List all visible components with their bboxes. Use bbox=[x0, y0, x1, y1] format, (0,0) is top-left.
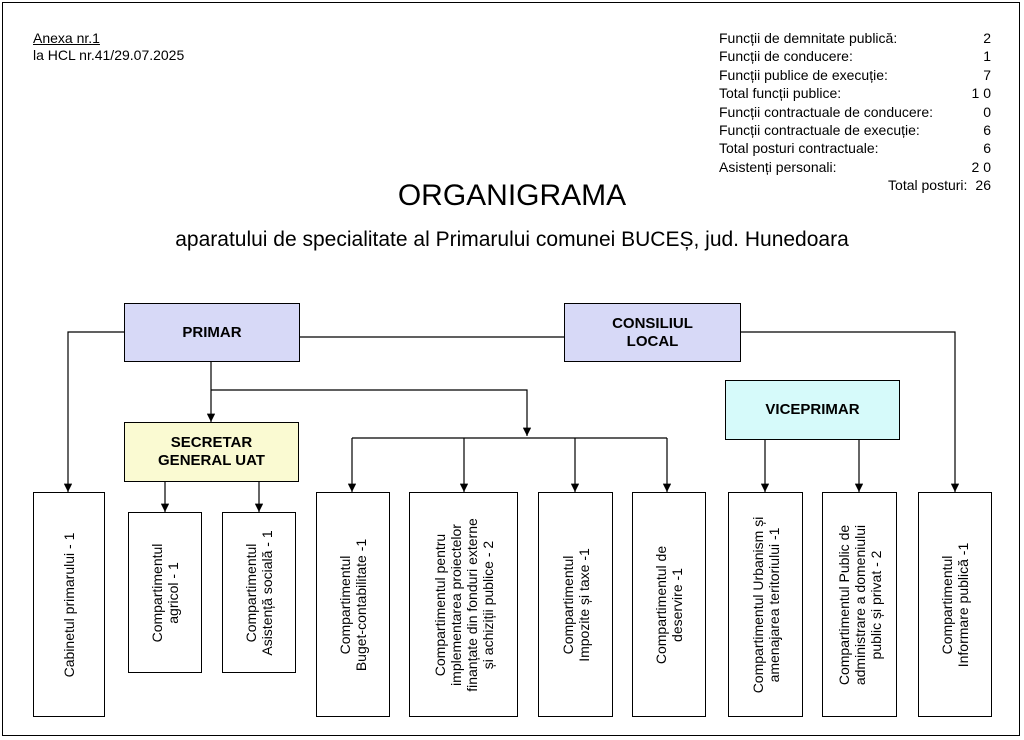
stat-row: Funcții contractuale de execuție: 6 bbox=[719, 121, 991, 139]
dept-label-line: Asistență socială - 1 bbox=[259, 529, 275, 656]
dept-impozite-taxe: Compartimentul Impozite și taxe -1 bbox=[538, 492, 613, 717]
stat-value: 2 0 bbox=[971, 158, 991, 175]
secretar-general-box: SECRETAR GENERAL UAT bbox=[124, 422, 299, 482]
stat-value: 6 bbox=[983, 140, 991, 157]
stat-value: 1 0 bbox=[971, 85, 991, 102]
dept-label-line: Compartimentul bbox=[559, 555, 576, 654]
consiliu-local-label: CONSILIUL LOCAL bbox=[612, 315, 693, 351]
arrow-to-cabinet bbox=[63, 331, 124, 492]
dept-label: Compartimentul Asistență socială - 1 bbox=[243, 530, 275, 655]
dept-label-line: Buget-contabilitate -1 bbox=[353, 538, 369, 671]
stat-value: 7 bbox=[983, 66, 991, 83]
dept-label-line: deservire -1 bbox=[669, 567, 685, 642]
annex-number: Anexa nr.1 bbox=[33, 30, 100, 46]
dept-label-line: Compartimentul Public de bbox=[835, 524, 852, 685]
dept-cabinet-primar: Cabinetul primarului - 1 bbox=[33, 492, 105, 717]
annex-reference: Anexa nr.1 la HCL nr.41/29.07.2025 bbox=[33, 30, 184, 64]
arrow-to-informare bbox=[741, 331, 960, 492]
page-title: ORGANIGRAMA bbox=[397, 179, 627, 212]
stat-row: Funcții contractuale de conducere: 0 bbox=[719, 103, 991, 121]
primar-box: PRIMAR bbox=[124, 303, 300, 362]
dept-label-line: Compartimentul bbox=[149, 543, 165, 642]
stat-label: Funcții de conducere: bbox=[719, 48, 853, 65]
total-label: Total posturi: bbox=[888, 177, 968, 194]
dept-label: Compartimentul Buget-contabilitate -1 bbox=[337, 538, 369, 670]
dept-label-line: Compartimentul bbox=[337, 555, 353, 654]
stat-row: Funcții de demnitate publică: 2 bbox=[719, 29, 991, 47]
primar-label: PRIMAR bbox=[182, 323, 242, 341]
stat-label: Asistenți personali: bbox=[719, 158, 837, 175]
dept-label-line: Impozite și taxe -1 bbox=[575, 547, 592, 662]
dept-label: Cabinetul primarului - 1 bbox=[61, 532, 77, 677]
dept-label-line: Compartimentul de bbox=[653, 545, 669, 664]
dept-label: Compartimentul Public de administrare a … bbox=[836, 524, 884, 684]
arrow-to-departments-hub bbox=[211, 389, 532, 436]
stat-label: Funcții de demnitate publică: bbox=[719, 30, 898, 46]
stat-label: Funcții contractuale de execuție: bbox=[719, 122, 920, 139]
dept-label-line: Compartimentul Urbanism și bbox=[749, 516, 766, 693]
dept-agricol: Compartimentul agricol - 1 bbox=[128, 512, 202, 673]
dept-label-line: Compartimentul bbox=[243, 543, 259, 642]
stat-label: Funcții contractuale de conducere: bbox=[719, 103, 934, 120]
dept-label: Compartimentul de deservire -1 bbox=[653, 545, 685, 663]
dept-deservire: Compartimentul de deservire -1 bbox=[632, 492, 706, 717]
dept-label-line: finanțate din fonduri externe bbox=[463, 517, 480, 692]
page-subtitle: aparatului de specialitate al Primarului… bbox=[175, 228, 849, 251]
dept-label-line: implementarea proiectelor bbox=[447, 523, 464, 686]
secretar-label-line: SECRETAR bbox=[170, 434, 253, 451]
dept-label: Compartimentul pentru implementarea proi… bbox=[432, 518, 496, 692]
dept-label-line: public și privat - 2 bbox=[867, 550, 884, 659]
dept-label-line: Cabinetul primarului - 1 bbox=[61, 532, 77, 677]
stat-value: 1 bbox=[983, 48, 991, 65]
secretar-label: SECRETAR GENERAL UAT bbox=[158, 434, 265, 470]
dept-label: Compartimentul Urbanism și amenajarea te… bbox=[750, 516, 782, 693]
dept-label-line: Informare publică -1 bbox=[955, 542, 971, 667]
stat-row: Total funcții publice: 1 0 bbox=[719, 84, 991, 102]
stat-row: Funcții publice de execuție: 7 bbox=[719, 66, 991, 84]
stat-row: Total posturi contractuale: 6 bbox=[719, 139, 991, 157]
dept-asistenta-sociala: Compartimentul Asistență socială - 1 bbox=[222, 512, 296, 673]
dept-domeniu-public-privat: Compartimentul Public de administrare a … bbox=[822, 492, 897, 717]
dept-informare-publica: Compartimentul Informare publică -1 bbox=[918, 492, 992, 717]
dept-label-line: administrare a domeniului bbox=[851, 524, 868, 685]
dept-buget-contabilitate: Compartimentul Buget-contabilitate -1 bbox=[316, 492, 390, 717]
stat-row: Asistenți personali: 2 0 bbox=[719, 158, 991, 176]
dept-proiecte-achizitii: Compartimentul pentru implementarea proi… bbox=[409, 492, 518, 717]
dept-label-line: agricol - 1 bbox=[165, 561, 181, 624]
stat-value: 2 bbox=[983, 30, 991, 46]
dept-label: Compartimentul Impozite și taxe -1 bbox=[560, 548, 592, 662]
dept-urbanism: Compartimentul Urbanism și amenajarea te… bbox=[728, 492, 803, 717]
stat-row: Funcții de conducere: 1 bbox=[719, 47, 991, 65]
consiliu-label-line: CONSILIUL bbox=[612, 314, 693, 332]
dept-label-line: Compartimentul pentru bbox=[431, 533, 448, 676]
total-posts-row: Total posturi: 26 bbox=[719, 176, 991, 194]
stat-value: 0 bbox=[983, 103, 991, 120]
stat-label: Funcții publice de execuție: bbox=[719, 66, 888, 83]
annex-decision: la HCL nr.41/29.07.2025 bbox=[33, 47, 185, 63]
total-value: 26 bbox=[975, 177, 991, 194]
secretar-label-line: GENERAL UAT bbox=[158, 452, 265, 469]
dept-label-line: și achiziții publice - 2 bbox=[479, 540, 496, 669]
dept-label-line: amenajarea teritoriului -1 bbox=[765, 527, 782, 682]
dept-label: Compartimentul Informare publică -1 bbox=[939, 542, 971, 667]
consiliu-label-line: LOCAL bbox=[626, 332, 679, 350]
consiliu-local-box: CONSILIUL LOCAL bbox=[564, 303, 741, 362]
stat-label: Total posturi contractuale: bbox=[719, 140, 879, 157]
stat-label: Total funcții publice: bbox=[719, 85, 842, 102]
viceprimar-box: VICEPRIMAR bbox=[725, 380, 900, 440]
dept-label-line: Compartimentul bbox=[939, 555, 955, 654]
staff-statistics: Funcții de demnitate publică: 2 Funcții d… bbox=[719, 29, 991, 195]
stat-value: 6 bbox=[983, 122, 991, 139]
viceprimar-label: VICEPRIMAR bbox=[765, 401, 860, 418]
dept-label: Compartimentul agricol - 1 bbox=[149, 543, 181, 642]
